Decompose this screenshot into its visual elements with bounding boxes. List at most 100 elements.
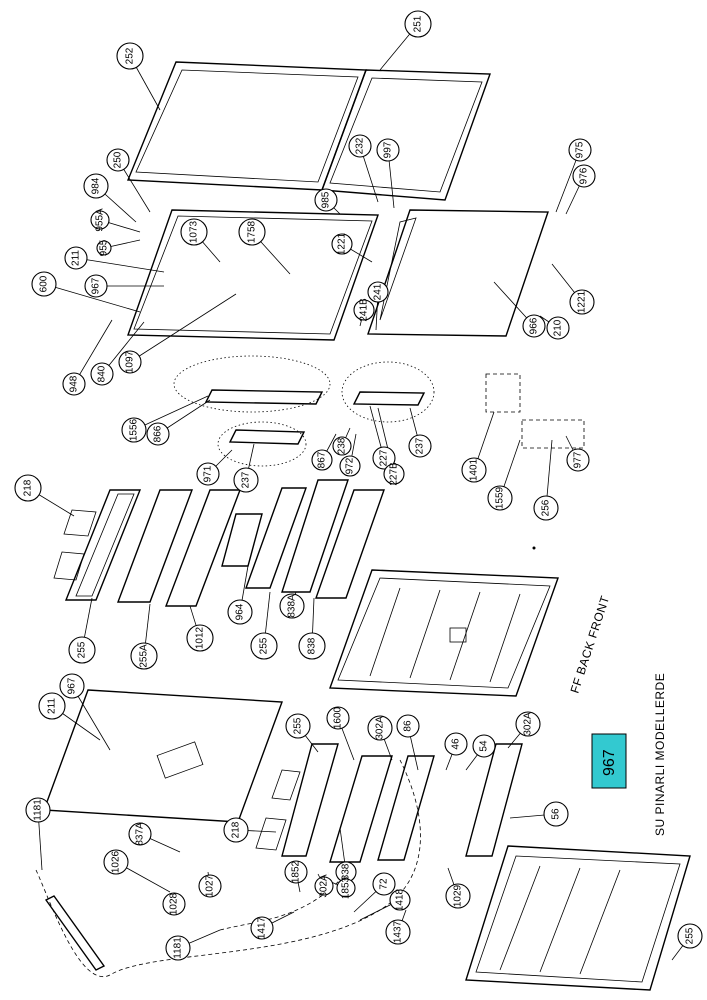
- callout-circle: [311, 449, 333, 471]
- drawer-3: [164, 489, 242, 607]
- callout-1181: 1181: [165, 935, 191, 961]
- callout-1559: 1559: [487, 485, 513, 511]
- callout-1029: 1029: [445, 883, 471, 909]
- callout-227B: 227B: [383, 462, 405, 486]
- callout-241: 241: [367, 281, 389, 303]
- drawer-5: [245, 487, 307, 589]
- callout-circle: [445, 883, 471, 909]
- callout-label: 227B: [389, 462, 400, 486]
- callout-label: 985: [321, 191, 332, 208]
- drawer-7: [315, 489, 385, 599]
- callout-867: 867: [311, 449, 333, 471]
- callout-972: 972: [339, 455, 361, 477]
- callout-label: 72: [379, 878, 390, 890]
- callout-1437: 1437: [385, 919, 411, 945]
- drawer-2: [116, 489, 194, 603]
- callout-label: 977: [573, 451, 584, 468]
- callout-label: 250: [113, 151, 124, 168]
- callout-circle: [572, 164, 596, 188]
- callout-label: 840: [97, 365, 108, 382]
- callout-label: 955: [99, 239, 110, 256]
- callout-circle: [250, 632, 278, 660]
- callout-label: 54: [479, 740, 490, 752]
- callout-label: 1097: [125, 350, 136, 373]
- callout-840: 840: [90, 362, 114, 386]
- dispenser-box: [521, 419, 585, 449]
- callout-circle: [298, 632, 326, 660]
- callout-label: 56: [551, 808, 562, 820]
- callout-circle: [326, 706, 350, 730]
- callout-218: 218: [14, 474, 42, 502]
- callout-label: 1073: [189, 220, 200, 243]
- callout-circle: [353, 299, 375, 321]
- callout-leader-line: [43, 283, 141, 313]
- callout-label: 838: [341, 863, 352, 880]
- callout-600: 600: [31, 271, 57, 297]
- callout-label: 218: [231, 821, 242, 838]
- callout-circle: [336, 878, 356, 898]
- callout-circle: [487, 485, 513, 511]
- callout-label: 948: [69, 375, 80, 392]
- callout-1418: 1418: [389, 888, 411, 911]
- callout-circle: [396, 714, 420, 738]
- callout-circle: [314, 188, 338, 212]
- callout-circle: [250, 916, 274, 940]
- callout-302A: 302A: [515, 711, 541, 737]
- callout-label: 975: [575, 141, 586, 158]
- upper-door-gasket-small: [321, 69, 491, 201]
- callout-1853: 1853: [336, 876, 356, 899]
- callout-circle: [389, 889, 411, 911]
- glass-shelf-panel: [43, 689, 283, 823]
- callout-237: 237: [233, 467, 259, 493]
- callout-circle: [223, 817, 249, 843]
- callout-255A: 255A: [130, 642, 158, 670]
- callout-997: 997: [376, 138, 400, 162]
- callout-circle: [332, 436, 352, 456]
- callout-circle: [677, 923, 703, 949]
- callout-label: 1221: [577, 290, 588, 313]
- callout-circle: [546, 316, 570, 340]
- callout-210: 210: [546, 316, 570, 340]
- highlight-tag-967: 967: [591, 733, 627, 789]
- callout-label: 1418: [395, 888, 406, 911]
- callout-967: 967: [59, 673, 85, 699]
- callout-971: 971: [196, 462, 220, 486]
- callout-255: 255: [250, 632, 278, 660]
- callout-label: 210: [553, 319, 564, 336]
- callout-label: 866: [153, 425, 164, 442]
- callout-label: 997: [383, 141, 394, 158]
- callout-46: 46: [444, 732, 468, 756]
- callout-circle: [367, 281, 389, 303]
- callout-circle: [566, 448, 590, 472]
- filter-block-218-upper: [53, 509, 97, 581]
- callout-circle: [233, 467, 259, 493]
- callout-circle: [339, 455, 361, 477]
- callout-label: 1181: [173, 937, 184, 959]
- callout-label: 1027: [205, 874, 216, 897]
- callout-964: 964: [227, 599, 253, 625]
- callout-label: 1852: [291, 860, 302, 883]
- drawer-1: [64, 489, 142, 601]
- callout-label: 972: [345, 457, 356, 474]
- callout-circle: [461, 457, 487, 483]
- callout-211: 211: [64, 246, 88, 270]
- callout-1097: 1097: [118, 350, 142, 374]
- callout-circle: [38, 692, 66, 720]
- callout-circle: [165, 935, 191, 961]
- lower-bin-3: [377, 755, 435, 861]
- callout-circle: [238, 218, 266, 246]
- callout-label: 302A: [523, 712, 534, 736]
- callout-label: 964: [235, 603, 246, 620]
- callout-leader-line: [129, 293, 237, 363]
- callout-label: 1437: [393, 920, 404, 943]
- callout-label: 237: [415, 437, 426, 454]
- callout-circle: [14, 474, 42, 502]
- callout-238: 238: [332, 436, 352, 456]
- callout-circle: [84, 274, 108, 298]
- door-shelf-middle: [228, 429, 306, 445]
- callout-label: 252: [125, 47, 136, 64]
- callout-circle: [146, 422, 170, 446]
- callout-966: 966: [522, 314, 546, 338]
- callout-label: 600: [39, 275, 50, 292]
- callout-948: 948: [62, 372, 86, 396]
